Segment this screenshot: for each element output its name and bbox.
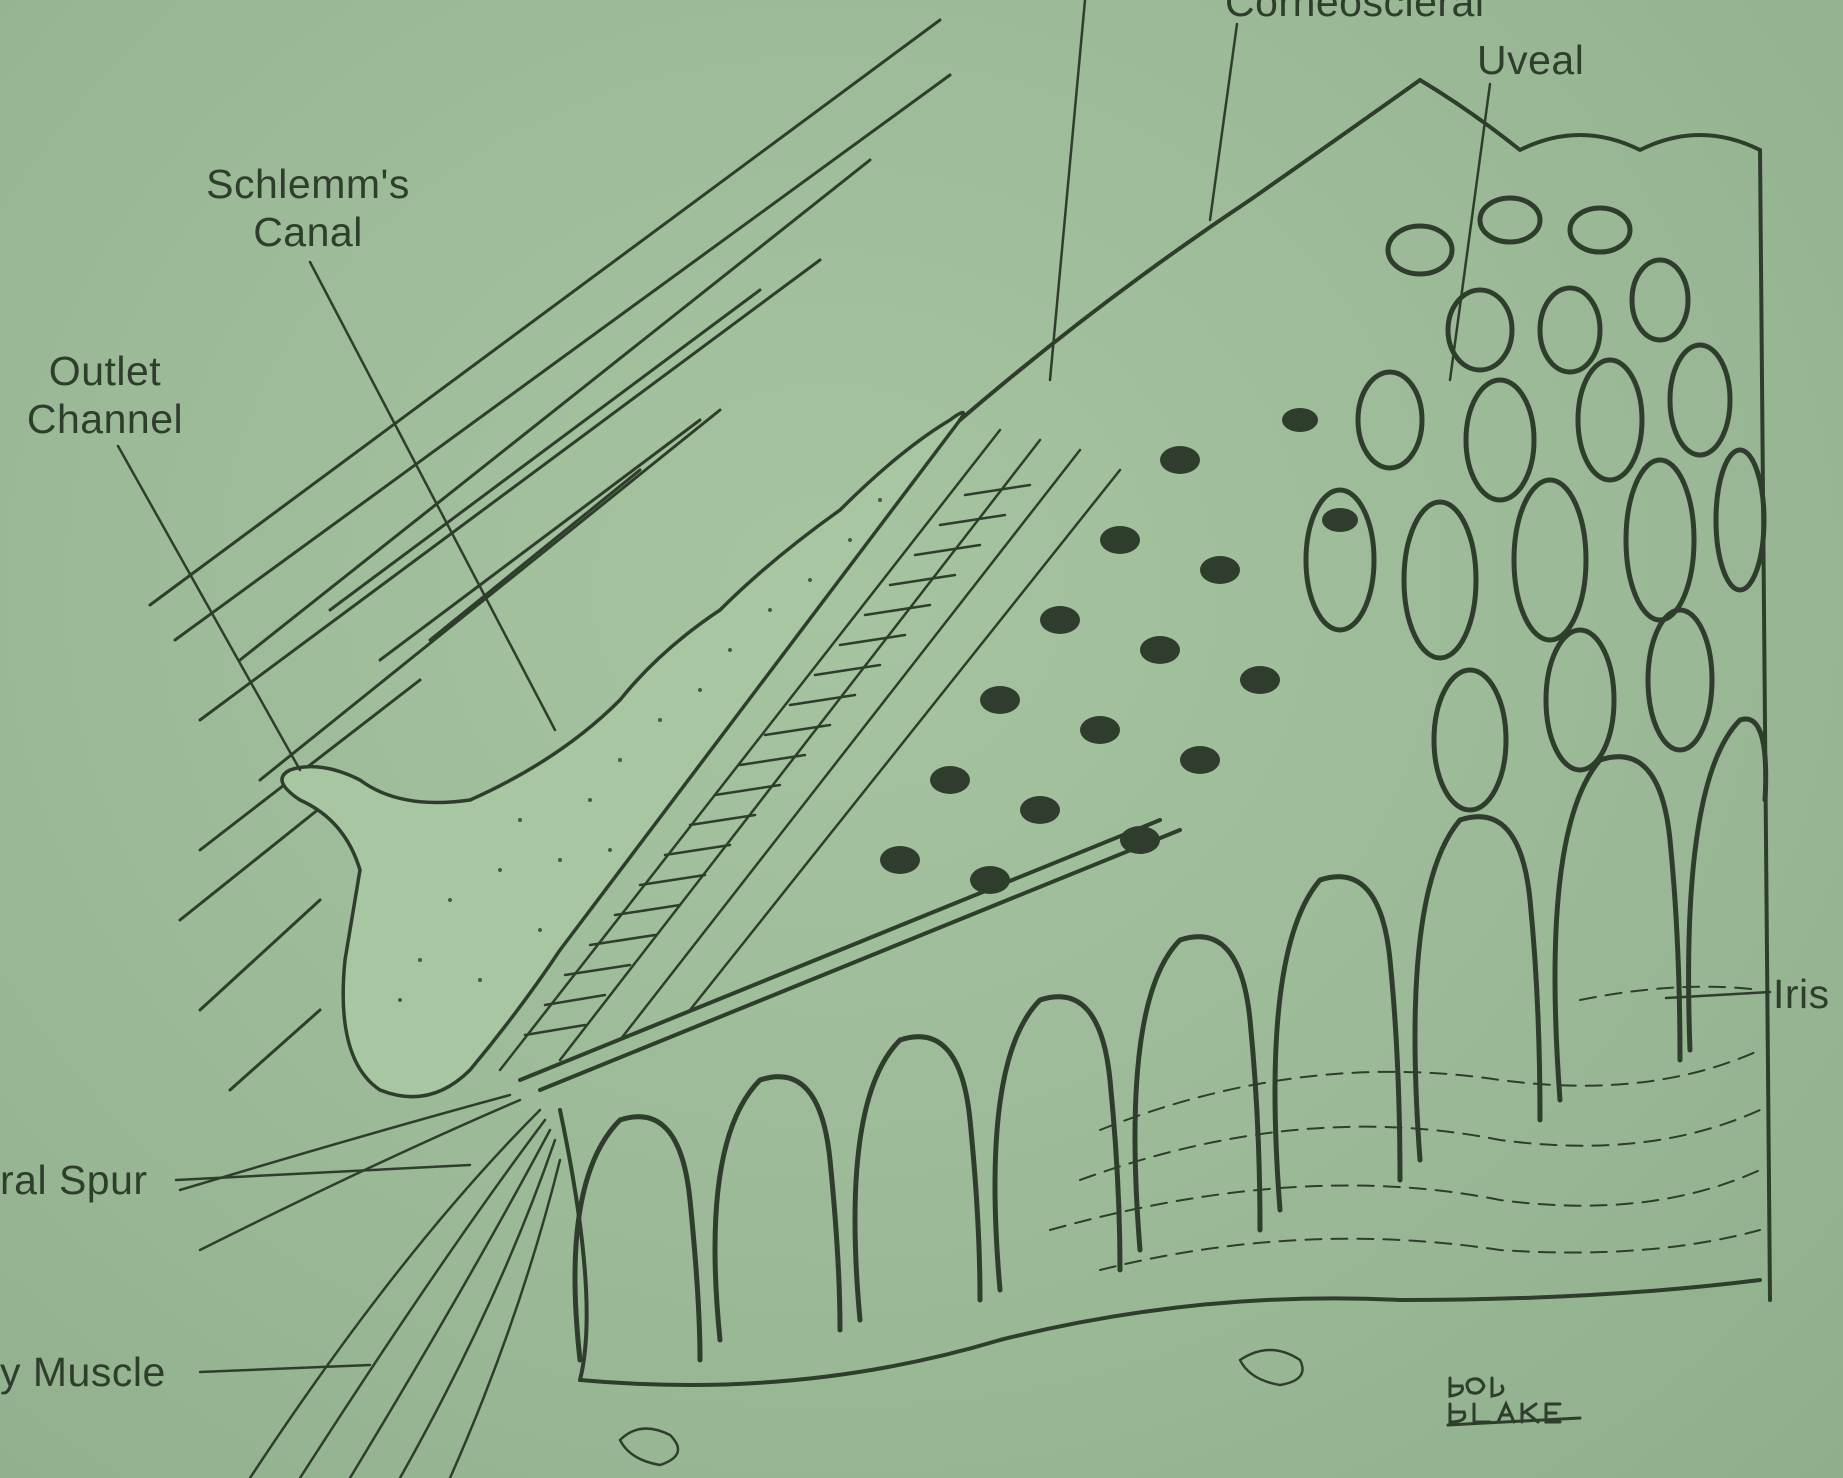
label-uveal: Uveal (1477, 36, 1584, 84)
leader-line-corneoscleral (1210, 24, 1237, 220)
leader-line-scleral-spur (176, 1165, 470, 1180)
uveal-meshwork (1306, 198, 1764, 810)
label-ciliary-muscle: y Muscle (0, 1348, 166, 1396)
artist-signature (1440, 1368, 1590, 1428)
label-schlemms-canal-line1: Schlemm's (178, 160, 438, 208)
label-iris: Iris (1773, 970, 1830, 1018)
iris-stroma (1050, 987, 1760, 1270)
leader-line-ciliary-muscle (200, 1365, 370, 1372)
leader-line-outlet (118, 446, 300, 770)
label-scleral-spur: ral Spur (0, 1156, 148, 1204)
label-schlemms-canal-line2: Canal (178, 208, 438, 256)
schlemms-canal (282, 413, 963, 1097)
label-outlet-channel-line1: Outlet (10, 347, 200, 395)
label-schlemms-canal: Schlemm's Canal (178, 160, 438, 256)
label-outlet-channel-line2: Channel (10, 395, 200, 443)
ciliary-muscle-fibers (180, 1095, 560, 1478)
label-outlet-channel: Outlet Channel (10, 347, 200, 443)
label-corneoscleral: Corneoscleral (1225, 0, 1484, 26)
corneoscleral-openings (880, 408, 1358, 894)
debris-marks (620, 1350, 1303, 1465)
